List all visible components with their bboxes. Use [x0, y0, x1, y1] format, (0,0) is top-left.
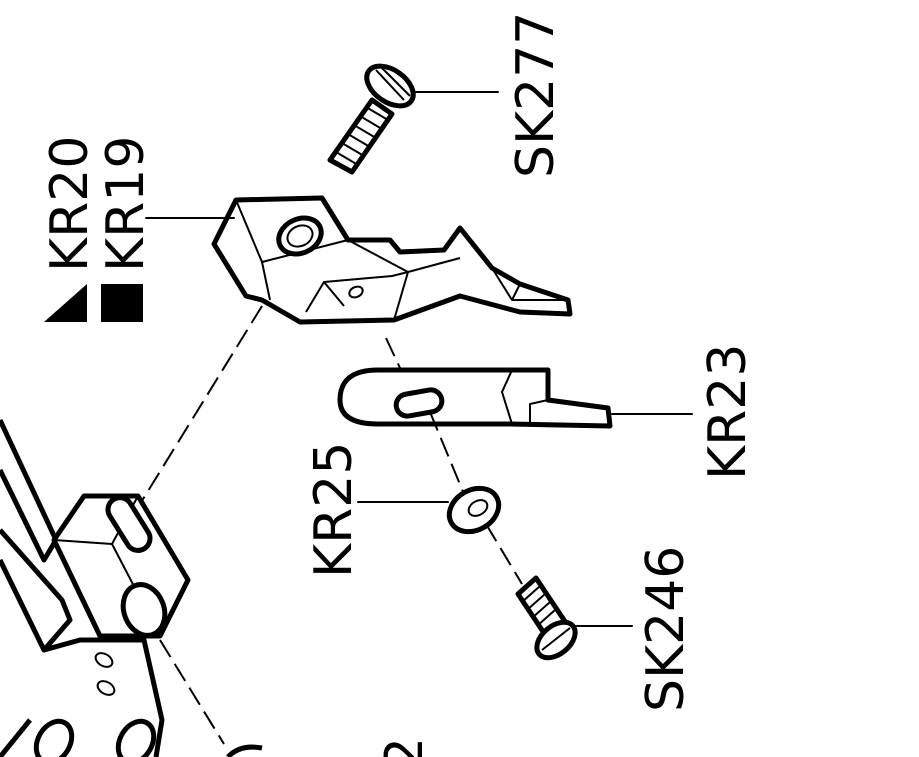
axis-block-to-blade — [385, 337, 401, 369]
label-sk277: SK277 — [506, 12, 566, 178]
triangle-icon — [44, 284, 87, 322]
label-sk246: SK246 — [636, 546, 696, 712]
axis-blade-to-washer — [429, 411, 465, 495]
square-icon — [101, 284, 143, 322]
label-kr20: KR20 — [40, 136, 100, 272]
washer-kr25 — [446, 485, 502, 535]
holder-assembly — [0, 418, 263, 757]
screw-sk246 — [515, 575, 578, 661]
label-kr19: KR19 — [96, 136, 156, 272]
axis-washer-to-screw — [485, 523, 523, 585]
label-kr25: KR25 — [304, 442, 364, 578]
blade-kr23 — [337, 367, 613, 429]
screw-sk277 — [327, 63, 416, 175]
label-kr23: KR23 — [698, 344, 758, 480]
axis-block-to-holder — [139, 305, 263, 505]
block-kr20-kr19 — [211, 195, 573, 325]
label-partial: 2 — [375, 737, 435, 757]
axis-holder-down — [159, 639, 225, 745]
